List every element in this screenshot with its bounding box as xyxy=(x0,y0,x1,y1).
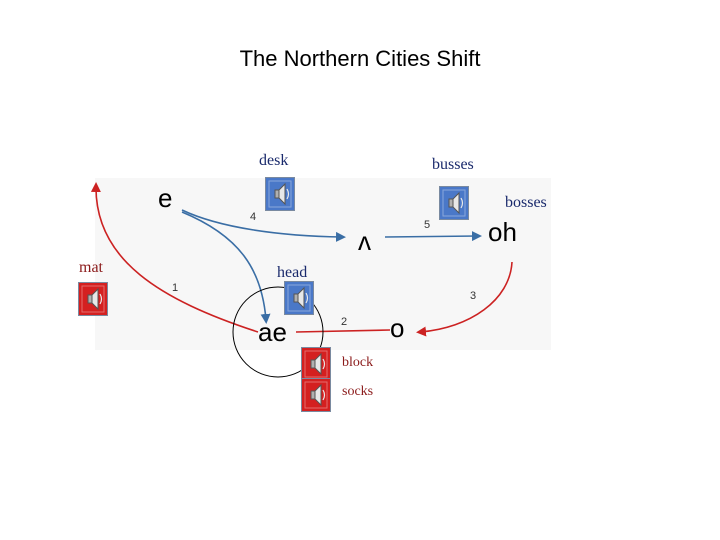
word-desk: desk xyxy=(259,152,289,169)
diagram-background xyxy=(95,178,551,350)
word-head: head xyxy=(277,264,308,281)
arrow-step-3 xyxy=(416,261,513,337)
ae-highlight-circle xyxy=(232,286,324,378)
arrow-step-2 xyxy=(295,329,391,333)
word-busses: busses xyxy=(432,156,474,173)
vowel-oh: oh xyxy=(488,217,517,247)
speaker-icon-head[interactable] xyxy=(284,281,314,315)
arrow-step-1 xyxy=(90,182,259,333)
vowel-ae: ae xyxy=(258,317,287,347)
speaker-icon-desk[interactable] xyxy=(265,177,295,211)
speaker-icon-block[interactable] xyxy=(301,347,331,381)
word-block: block xyxy=(342,355,374,370)
arrow-e-to-ae xyxy=(181,211,271,324)
page-title: The Northern Cities Shift xyxy=(239,46,481,71)
speaker-icon-mat[interactable] xyxy=(78,282,108,316)
word-mat: mat xyxy=(79,259,103,276)
arrow-step-4 xyxy=(181,209,346,242)
vowel-e: e xyxy=(158,183,173,213)
vowel-wedge: ʌ xyxy=(358,226,371,256)
arrow-step-5 xyxy=(384,231,482,242)
speaker-icon-socks[interactable] xyxy=(301,378,331,412)
speaker-icon-busses-bosses[interactable] xyxy=(439,186,469,220)
vowel-o: o xyxy=(390,313,405,343)
word-socks: socks xyxy=(342,384,374,399)
step-number-5: 5 xyxy=(424,219,431,231)
step-number-3: 3 xyxy=(470,290,477,302)
word-bosses: bosses xyxy=(505,194,547,211)
step-number-4: 4 xyxy=(250,211,257,223)
step-number-2: 2 xyxy=(341,316,348,328)
step-number-1: 1 xyxy=(172,282,179,294)
